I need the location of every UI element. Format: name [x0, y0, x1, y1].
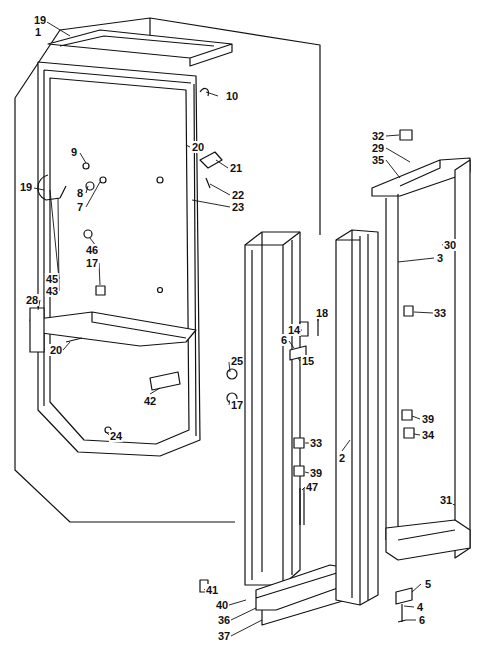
callout-number: 17	[85, 257, 99, 269]
hole	[157, 177, 163, 183]
callout-number: 39	[309, 467, 323, 479]
callout-number: 30	[443, 239, 457, 251]
callout-number: 22	[231, 189, 245, 201]
callout-number: 25	[230, 355, 244, 367]
strip-channel	[245, 232, 300, 585]
callout-number: 45	[45, 273, 59, 285]
callout-number: 4	[416, 601, 424, 613]
callout-number: 1	[34, 26, 42, 38]
callout-number: 19	[33, 14, 47, 26]
callout-number: 35	[371, 154, 385, 166]
callout-number: 15	[301, 355, 315, 367]
top-breaker-strip	[48, 30, 232, 66]
hole	[158, 288, 163, 293]
right-frame-inner	[386, 194, 398, 540]
callout-number: 18	[315, 307, 329, 319]
liner-rim	[44, 70, 196, 436]
callout-number: 20	[191, 141, 205, 153]
clip-33	[404, 306, 413, 316]
callout-number: 7	[76, 201, 84, 213]
clip	[96, 286, 105, 295]
plug	[84, 230, 92, 238]
mullion-channel	[336, 230, 368, 605]
callout-number: 20	[49, 344, 63, 356]
callout-number: 24	[109, 430, 123, 442]
callout-number: 43	[45, 285, 59, 297]
callout-number: 37	[217, 630, 231, 642]
clip	[227, 369, 237, 379]
liner-inner	[50, 78, 189, 444]
callout-number: 31	[439, 494, 453, 506]
callout-number: 34	[421, 429, 435, 441]
right-frame-bottom	[386, 520, 470, 560]
liner-panel	[38, 62, 200, 456]
callout-number: 14	[287, 324, 301, 336]
callout-number: 21	[229, 162, 243, 174]
callout-number: 36	[217, 614, 231, 626]
callout-number: 40	[215, 599, 229, 611]
right-frame-side	[455, 160, 470, 558]
thermostat-wire	[38, 175, 66, 200]
callout-number: 9	[70, 146, 78, 158]
callout-number: 10	[225, 90, 239, 102]
drain-tube	[30, 308, 44, 352]
clip-39	[294, 466, 304, 476]
screw	[206, 178, 210, 188]
hinge	[396, 588, 412, 622]
leader-lines	[34, 22, 456, 636]
clip	[83, 163, 89, 169]
callout-number: 33	[309, 437, 323, 449]
lower-breaker-strip	[30, 312, 196, 346]
callout-number: 3	[436, 252, 444, 264]
rod-47	[300, 488, 304, 525]
clip-39	[402, 410, 412, 420]
vertical-breaker-strip	[245, 232, 300, 585]
callout-number: 28	[25, 294, 39, 306]
callout-number: 32	[371, 130, 385, 142]
callout-number: 33	[433, 307, 447, 319]
callout-number: 8	[76, 187, 84, 199]
bottom-channel	[256, 565, 348, 625]
callout-number: 6	[418, 614, 426, 626]
callout-number: 2	[338, 452, 346, 464]
callout-number: 19	[19, 181, 33, 193]
callout-number: 23	[231, 201, 245, 213]
screw	[66, 338, 82, 342]
bracket	[200, 152, 222, 168]
callout-number: 29	[371, 142, 385, 154]
clip	[150, 372, 180, 390]
clip-33	[294, 438, 304, 448]
cap-32	[400, 130, 412, 140]
callout-number: 6	[280, 334, 288, 346]
clip-34	[404, 428, 414, 438]
callout-number: 41	[205, 584, 219, 596]
callout-number: 17	[230, 399, 244, 411]
callout-number: 42	[143, 395, 157, 407]
callout-number: 47	[305, 481, 319, 493]
callout-number: 39	[421, 413, 435, 425]
hinge-14	[300, 322, 308, 336]
callout-number: 46	[85, 244, 99, 256]
screw	[100, 177, 106, 183]
callout-number: 5	[424, 578, 432, 590]
mullion-strip	[336, 230, 378, 605]
